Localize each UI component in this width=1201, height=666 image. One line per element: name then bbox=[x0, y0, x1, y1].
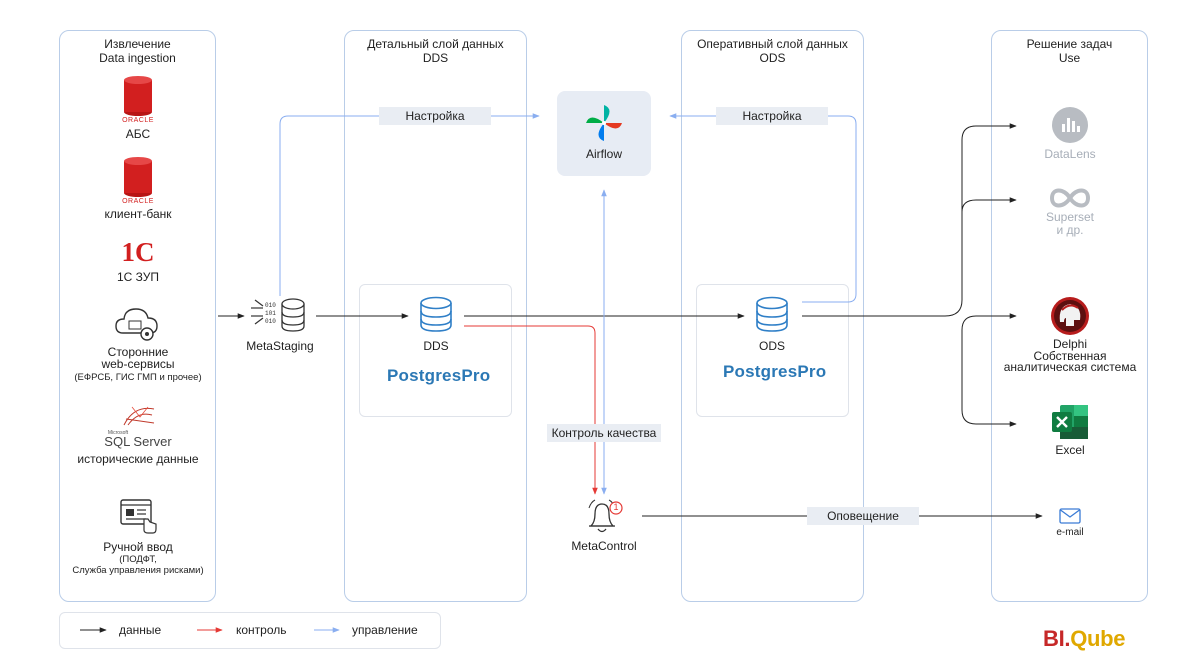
superset-label-2: и др. bbox=[1056, 223, 1084, 237]
panel-ods-title-en: ODS bbox=[759, 51, 786, 65]
panel-use-title-ru: Решение задач bbox=[1026, 37, 1113, 51]
metastaging-icon[interactable]: 010 101 010 bbox=[249, 296, 311, 334]
source-abs-label: АБС bbox=[125, 127, 151, 141]
panel-ods-title-ru: Оперативный слой данных bbox=[697, 37, 848, 51]
svg-text:010: 010 bbox=[265, 318, 276, 325]
source-manual-note-2: Служба управления рисками) bbox=[72, 565, 204, 576]
legend bbox=[59, 612, 441, 649]
datalens-label: DataLens bbox=[1044, 147, 1096, 161]
dds-label: DDS bbox=[423, 339, 449, 353]
source-client-bank-label: клиент-банк bbox=[104, 207, 172, 221]
delphi-label-2: Собственная bbox=[1033, 349, 1107, 363]
panel-ingestion-title-ru: Извлечение bbox=[104, 37, 171, 51]
quality-control-pill: Контроль качества bbox=[547, 424, 661, 442]
excel-icon[interactable] bbox=[1050, 403, 1090, 441]
delphi-label-1: Delphi bbox=[1052, 337, 1088, 351]
svg-text:010: 010 bbox=[265, 302, 276, 309]
brand-part-2: Qube bbox=[1070, 626, 1126, 651]
onec-logo: 1C bbox=[121, 237, 155, 267]
metastaging-label: MetaStaging bbox=[246, 339, 314, 353]
ods-postgrespro-logo: PostgresPro bbox=[723, 362, 827, 381]
delphi-label-3: аналитическая система bbox=[1003, 360, 1137, 374]
ods-label: ODS bbox=[758, 339, 785, 353]
airflow-pinwheel-icon bbox=[586, 105, 622, 141]
source-manual-note-1: (ПОДФТ, bbox=[119, 554, 157, 565]
notification-pill: Оповещение bbox=[807, 507, 919, 525]
setup-left-pill: Настройка bbox=[379, 107, 491, 125]
excel-label: Excel bbox=[1055, 443, 1085, 457]
panel-ingestion: Извлечение Data ingestion bbox=[59, 30, 216, 602]
setup-right-pill: Настройка bbox=[716, 107, 828, 125]
metacontrol-label: MetaControl bbox=[571, 539, 637, 553]
superset-label-1: Superset bbox=[1045, 210, 1095, 224]
airflow-label: Airflow bbox=[585, 147, 622, 161]
source-onec-label: 1С ЗУП bbox=[116, 270, 160, 284]
arrow-dds-to-metacontrol bbox=[464, 325, 598, 495]
delphi-helmet-icon[interactable] bbox=[1050, 296, 1090, 336]
dds-postgres-box bbox=[359, 284, 512, 417]
metacontrol-badge: 1 bbox=[613, 502, 619, 512]
arrow-metastaging-to-airflow bbox=[279, 113, 540, 296]
source-web-label-1: Сторонние bbox=[107, 345, 169, 359]
source-sql-label: исторические данные bbox=[77, 452, 199, 466]
panel-use-title-en: Use bbox=[1058, 51, 1081, 65]
oracle-logo-client-bank: ORACLE bbox=[122, 198, 154, 205]
biqube-logo: BI.Qube bbox=[1043, 626, 1126, 652]
oracle-db-icon bbox=[124, 76, 152, 116]
sql-server-logo: SQL Server bbox=[104, 434, 172, 449]
panel-ingestion-title-en: Data ingestion bbox=[99, 51, 176, 65]
ods-postgres-box bbox=[696, 284, 849, 417]
svg-text:101: 101 bbox=[265, 310, 276, 317]
legend-control-label: контроль bbox=[236, 623, 287, 637]
cloud-gear-icon bbox=[115, 308, 158, 341]
email-envelope-icon[interactable] bbox=[1059, 508, 1081, 524]
panel-dds-title-ru: Детальный слой данных bbox=[367, 37, 504, 51]
email-label: e-mail bbox=[1056, 527, 1084, 538]
oracle-db-icon bbox=[124, 157, 152, 197]
dds-postgrespro-logo: PostgresPro bbox=[387, 366, 491, 385]
panel-dds-title-en: DDS bbox=[422, 51, 449, 65]
manual-input-icon bbox=[120, 499, 157, 534]
arrow-ods-to-airflow bbox=[669, 113, 857, 303]
legend-data-label: данные bbox=[119, 623, 162, 637]
source-web-label-2: web-сервисы bbox=[101, 357, 175, 371]
source-manual-label: Ручной ввод bbox=[103, 540, 173, 554]
datalens-icon[interactable] bbox=[1051, 106, 1089, 144]
brace-use bbox=[944, 125, 1014, 425]
legend-management-label: управление bbox=[352, 623, 418, 637]
sql-server-icon bbox=[123, 406, 155, 426]
source-web-note: (ЕФРСБ, ГИС ГМП и прочее) bbox=[74, 372, 202, 383]
ods-database-icon[interactable] bbox=[754, 295, 790, 335]
superset-icon[interactable] bbox=[1047, 186, 1093, 210]
oracle-logo-abs: ORACLE bbox=[122, 117, 154, 124]
dds-database-icon[interactable] bbox=[418, 295, 454, 335]
bell-icon[interactable] bbox=[583, 496, 625, 536]
brand-part-1: BI. bbox=[1043, 626, 1071, 651]
sql-server-microsoft: Microsoft bbox=[107, 430, 129, 436]
